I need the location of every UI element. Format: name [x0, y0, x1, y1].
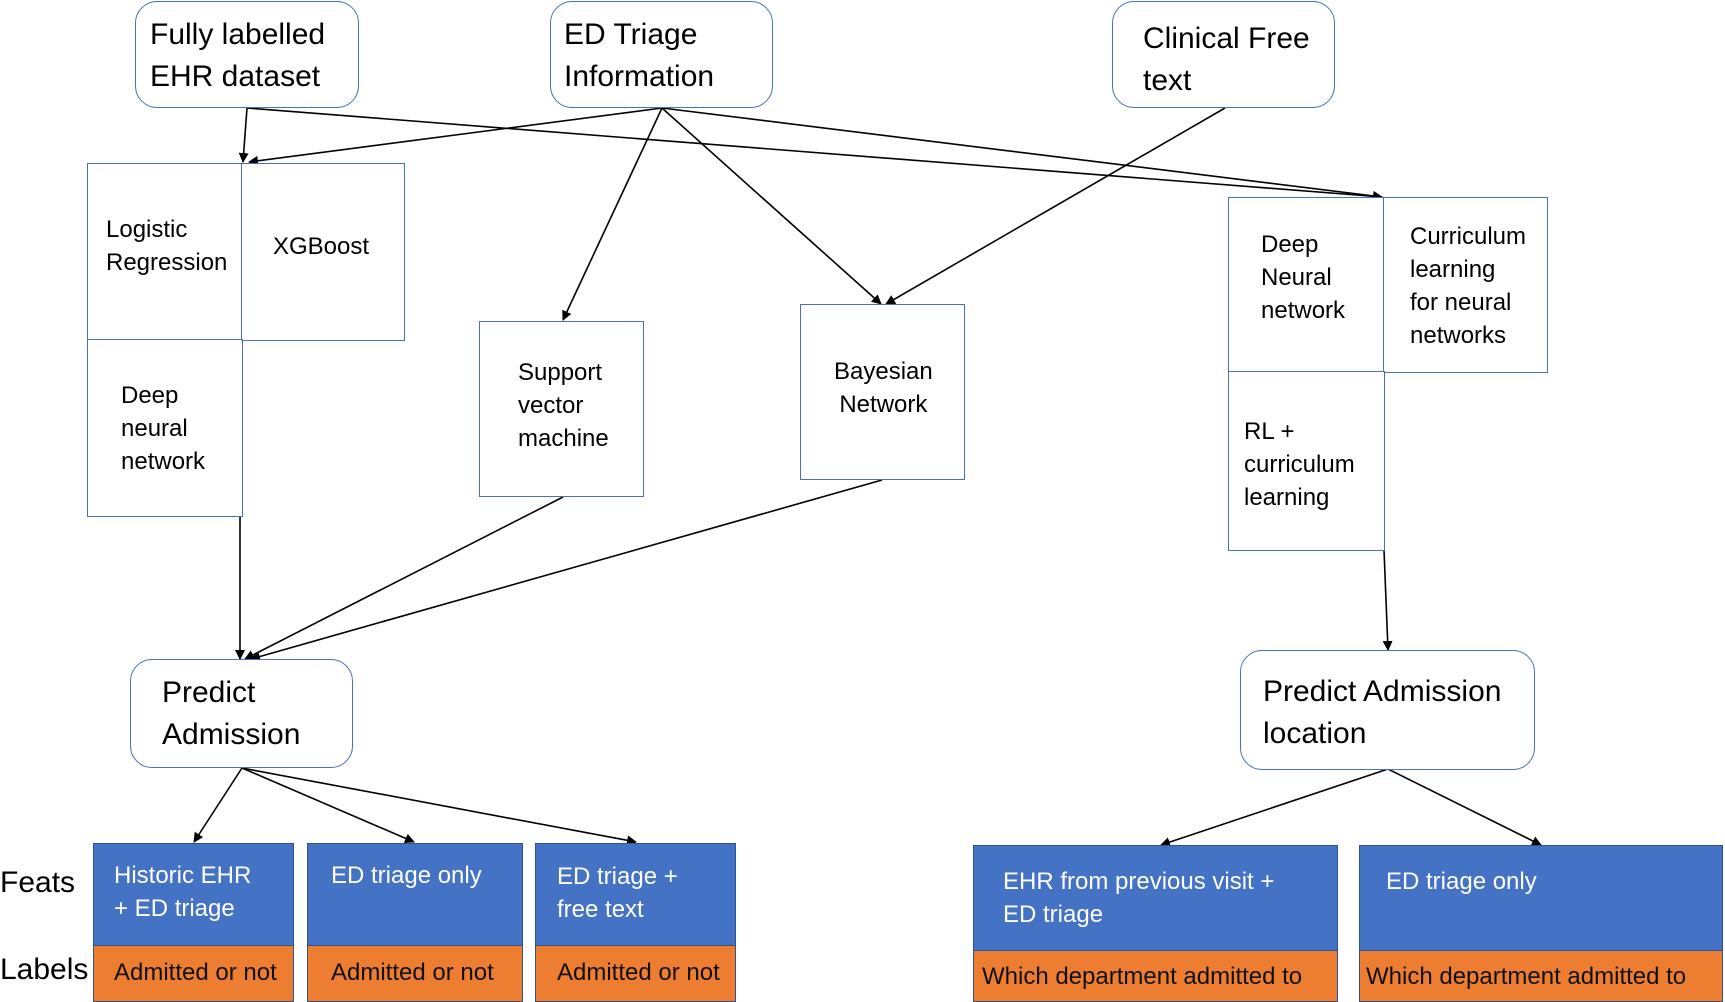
label-set-3: Admitted or not [535, 945, 736, 1002]
logistic-label: Logistic Regression [106, 216, 228, 276]
model-support-vector-machine: Support vector machine [479, 321, 644, 497]
arrow-ehr-to-deep-right [246, 107, 1383, 202]
arrow-triage-to-bayesian [661, 107, 882, 305]
source-freetext-label: Clinical Free text [1143, 22, 1310, 97]
feature-set-4: EHR from previous visit + ED triage [973, 845, 1338, 951]
source-triage-label: ED Triage Information [564, 18, 715, 93]
arrow-ehr-to-logistic [238, 107, 249, 163]
arrow-triage-to-svm [562, 107, 663, 321]
label-set-2-text: Admitted or not [331, 959, 494, 986]
label-set-1: Admitted or not [93, 945, 294, 1002]
arrow-admission-to-feat2 [241, 767, 415, 844]
arrow-location-to-feat4 [1160, 768, 1389, 847]
source-clinical-free-text: Clinical Free text [1112, 1, 1335, 108]
model-deep-neural-network-left: Deep neural network [87, 339, 243, 517]
feature-set-4-text: EHR from previous visit + ED triage [1003, 868, 1275, 928]
label-set-4-text: Which department admitted to [982, 963, 1303, 990]
model-curriculum-learning: Curriculum learning for neural networks [1383, 197, 1548, 373]
outcome-predict-location: Predict Admission location [1240, 650, 1535, 770]
feature-set-1: Historic EHR + ED triage [93, 843, 294, 946]
label-set-5-text: Which department admitted to [1366, 963, 1687, 990]
rl-label: RL + curriculum learning [1244, 418, 1355, 511]
feature-set-2-text: ED triage only [331, 862, 482, 889]
deep-nn-right-label: Deep Neural network [1261, 231, 1346, 324]
arrow-svm-to-admission [244, 496, 564, 660]
feature-set-3-text: ED triage + free text [557, 863, 678, 923]
outcome-predict-admission: Predict Admission [130, 659, 353, 768]
deep-nn-left-label: Deep neural network [121, 382, 206, 475]
source-ehr-label: Fully labelled EHR dataset [150, 18, 326, 93]
arrow-bayesian-to-admission [250, 479, 883, 662]
feature-set-5-text: ED triage only [1386, 868, 1537, 895]
feature-set-5: ED triage only [1359, 845, 1723, 951]
source-ed-triage: ED Triage Information [550, 1, 773, 108]
feature-set-2: ED triage only [307, 843, 523, 946]
label-set-2: Admitted or not [307, 945, 523, 1002]
model-deep-neural-network-right: Deep Neural network [1228, 197, 1385, 373]
row-label-feats: Feats [0, 866, 76, 899]
source-ehr-dataset: Fully labelled EHR dataset [135, 1, 359, 108]
xgboost-label: XGBoost [273, 233, 370, 260]
feature-set-3: ED triage + free text [535, 843, 736, 946]
label-set-5: Which department admitted to [1359, 950, 1723, 1002]
model-bayesian-network: Bayesian Network [800, 304, 965, 480]
label-set-3-text: Admitted or not [557, 959, 720, 986]
label-set-1-text: Admitted or not [114, 959, 277, 986]
arrow-admission-to-feat3 [241, 767, 637, 846]
predict-admission-label: Predict Admission [162, 676, 301, 751]
predict-location-label: Predict Admission location [1263, 675, 1502, 750]
arrow-triage-to-deep-right [661, 107, 1383, 201]
model-logistic-regression: Logistic Regression [87, 163, 243, 341]
arrow-rl-to-location [1382, 549, 1393, 651]
feature-set-1-text: Historic EHR + ED triage [114, 862, 252, 922]
arrow-admission-to-feat1 [193, 767, 243, 843]
model-rl-curriculum: RL + curriculum learning [1228, 371, 1385, 551]
arrow-freetext-to-bayesian [885, 107, 1226, 305]
model-xgboost: XGBoost [241, 163, 405, 341]
label-set-4: Which department admitted to [973, 950, 1338, 1002]
arrow-triage-to-logistic [248, 107, 663, 166]
arrow-location-to-feat5 [1387, 768, 1542, 846]
curriculum-label: Curriculum learning for neural networks [1410, 223, 1527, 349]
row-label-labels: Labels [0, 953, 89, 986]
svm-label: Support vector machine [518, 359, 609, 452]
bayesian-label: Bayesian Network [834, 358, 933, 418]
